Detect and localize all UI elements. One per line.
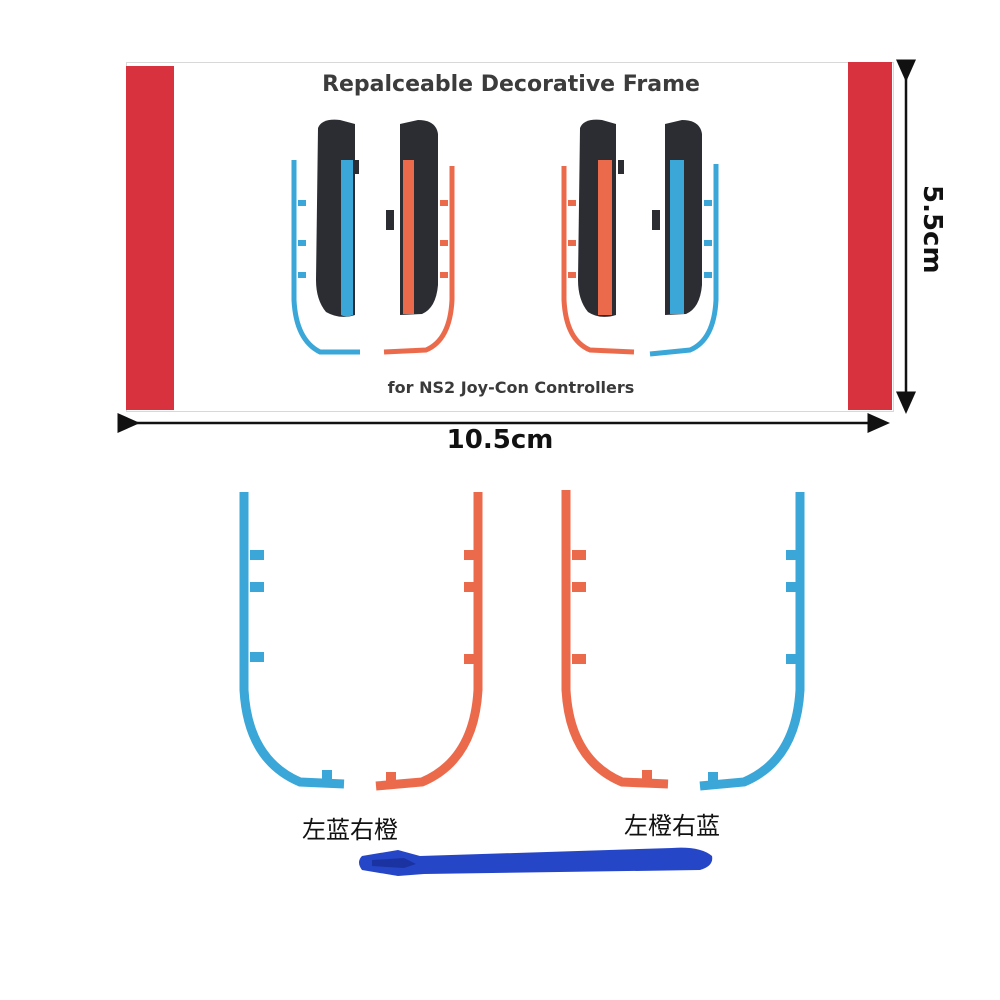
variant-label-blue-orange: 左蓝右橙 bbox=[302, 816, 398, 844]
card-title: Repalceable Decorative Frame bbox=[322, 72, 700, 97]
frame-set-blue-orange bbox=[239, 492, 483, 791]
card-right-pair-illustration bbox=[561, 119, 719, 357]
variant-label-orange-blue: 左橙右蓝 bbox=[624, 812, 720, 840]
card-subtitle: for NS2 Joy-Con Controllers bbox=[387, 378, 635, 397]
pry-tool bbox=[359, 847, 713, 876]
frame-set-orange-blue bbox=[561, 490, 805, 791]
height-dimension-label: 5.5cm bbox=[917, 185, 947, 274]
product-card bbox=[126, 62, 894, 412]
card-stripe-left bbox=[126, 66, 174, 410]
width-dimension-label: 10.5cm bbox=[446, 425, 554, 455]
card-stripe-right bbox=[848, 62, 892, 410]
card-left-pair-illustration bbox=[291, 119, 455, 355]
